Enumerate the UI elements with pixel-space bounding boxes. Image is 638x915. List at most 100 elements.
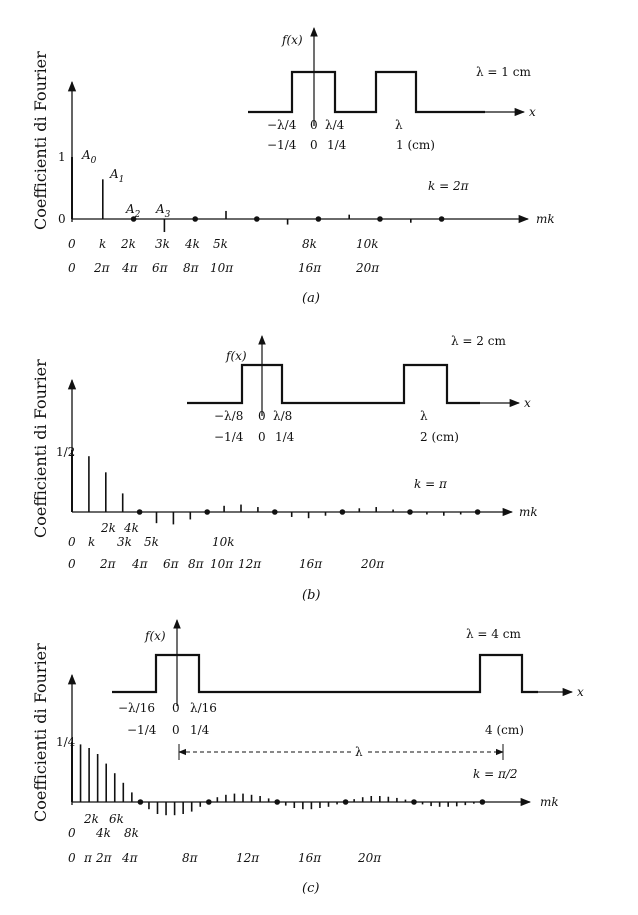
lambda-label: λ = 4 cm [466, 627, 521, 641]
mk-tick-label: 8k [124, 826, 139, 840]
pi-tick-label: 6π [152, 261, 169, 275]
pi-tick-label: 4π [131, 557, 149, 571]
y-axis-label: Coefficienti di Fourier [31, 51, 50, 230]
mk-tick-label: 2k [120, 237, 136, 251]
pulse-label: 1 (cm) [396, 138, 435, 152]
panel-caption: (a) [302, 291, 320, 306]
pulse-label: 1/4 [275, 430, 295, 444]
panel-caption: (c) [302, 881, 319, 896]
pi-tick-label: 8π [183, 261, 200, 275]
pulse-label: λ/16 [190, 701, 217, 715]
pi-tick-label: 8π [182, 851, 199, 865]
zero-coefficient-dot [339, 509, 346, 515]
pi-tick-label: 10π [210, 261, 234, 275]
pi-tick-label: 20π [355, 261, 380, 275]
square-wave [112, 653, 538, 694]
mk-tick-labels: 0 2k 4k 6k 8k [68, 812, 139, 840]
coefficient-bars [71, 742, 486, 816]
mk-tick-label: k [99, 237, 106, 251]
pulse-label: 0 [258, 430, 266, 444]
x-axis-label: x [524, 396, 531, 410]
pulse-label: −λ/8 [214, 409, 243, 423]
zero-coefficient-dot [136, 509, 143, 515]
zero-coefficient-dot [315, 216, 322, 222]
square-wave [248, 70, 485, 114]
fx-label: f(x) [144, 629, 166, 643]
pi-tick-label: 16π [299, 557, 323, 571]
coef-label-a2: A2 [125, 202, 141, 220]
pulse-label: 0 [172, 701, 180, 715]
zero-coefficient-dot [377, 216, 383, 222]
pulse-label: −λ/4 [267, 118, 297, 132]
mk-tick-label: 6k [109, 812, 124, 826]
mk-tick-label: 4k [184, 237, 200, 251]
pi-tick-label: 6π [163, 557, 180, 571]
pi-tick-label: 4π [121, 261, 139, 275]
mk-tick-label: 4k [95, 826, 111, 840]
zero-coefficient-dot [272, 509, 278, 515]
pulse-inset: f(x) x λ = 2 cm −λ/8 0 λ/8 λ −1/4 0 1/4 … [187, 334, 531, 444]
lambda-label: λ = 2 cm [451, 334, 506, 348]
zero-coefficient-dot [407, 509, 413, 515]
pulse-label: 1/4 [190, 723, 210, 737]
pi-tick-label: 0 [68, 557, 76, 571]
zero-coefficient-dot [474, 509, 481, 515]
k-value-label: k = π [414, 477, 448, 491]
pulse-label: 0 [310, 138, 318, 152]
pi-tick-label: 16π [298, 261, 322, 275]
pi-tick-label: 2π [93, 261, 111, 275]
coef-label-a0: A0 [81, 148, 97, 166]
y-tick-1: 1 [58, 150, 66, 164]
zero-coefficient-dot [137, 799, 144, 805]
mk-axis-label: mk [536, 212, 555, 226]
coefficient-bars [71, 157, 445, 233]
panel-caption: (b) [302, 588, 320, 603]
pulse-label: −1/4 [267, 138, 297, 152]
pi-tick-label: 12π [236, 851, 260, 865]
mk-tick-labels: 0 k 2k 3k 4k 5k 8k 10k [68, 237, 379, 251]
y-tick-0: 0 [58, 212, 66, 226]
pi-tick-label: 0 [68, 261, 76, 275]
zero-coefficient-dot [204, 509, 210, 515]
lambda-span-label: λ [355, 745, 363, 759]
mk-tick-label: 2k [100, 521, 116, 535]
pi-tick-label: 2π [99, 557, 117, 571]
pulse-label: λ/8 [273, 409, 292, 423]
pulse-inset: f(x) x λ = 1 cm −λ/4 0 λ/4 λ −1/4 0 1/4 … [248, 27, 536, 152]
zero-coefficient-dot [253, 216, 260, 222]
zero-coefficient-dot [130, 216, 137, 222]
mk-tick-label: 10k [356, 237, 379, 251]
mk-tick-label: 0 [68, 237, 76, 251]
pulse-label: 2 (cm) [420, 430, 459, 444]
pi-tick-labels: 0 2π 4π 6π 8π 10π 12π 16π 20π [68, 557, 385, 571]
mk-tick-labels: 0 k 2k 3k 4k 5k 10k [68, 521, 235, 549]
pi-tick-label: 20π [360, 557, 385, 571]
x-axis-label: x [529, 105, 536, 119]
mk-tick-label: 0 [68, 826, 76, 840]
pulse-label: −1/4 [214, 430, 244, 444]
lambda-span-label-bg [352, 744, 366, 758]
pi-tick-label: 2π [95, 851, 113, 865]
pulse-label: λ [395, 118, 403, 132]
mk-axis-label: mk [519, 505, 538, 519]
mk-tick-label: 4k [123, 521, 139, 535]
pulse-label: 4 (cm) [485, 723, 524, 737]
coef-label-a1: A1 [109, 167, 124, 185]
zero-coefficient-dot [411, 799, 417, 805]
pi-tick-label: 20π [357, 851, 382, 865]
pi-tick-label: 10π [210, 557, 234, 571]
pi-tick-label: 8π [188, 557, 205, 571]
zero-coefficient-dot [438, 216, 445, 222]
square-wave [187, 363, 480, 405]
pi-tick-label: 12π [238, 557, 262, 571]
x-axis-label: x [577, 685, 584, 699]
pi-tick-labels: 0 2π 4π 6π 8π 10π 16π 20π [68, 261, 380, 275]
mk-tick-label: 3k [117, 535, 132, 549]
mk-tick-label: 0 [68, 535, 76, 549]
mk-tick-label: 8k [302, 237, 317, 251]
mk-tick-label: 3k [155, 237, 170, 251]
zero-coefficient-dot [206, 799, 212, 805]
panel-a: Coefficienti di Fourier mk 1 0 A0 A1 A2 … [31, 27, 555, 306]
mk-axis-label: mk [540, 795, 559, 809]
